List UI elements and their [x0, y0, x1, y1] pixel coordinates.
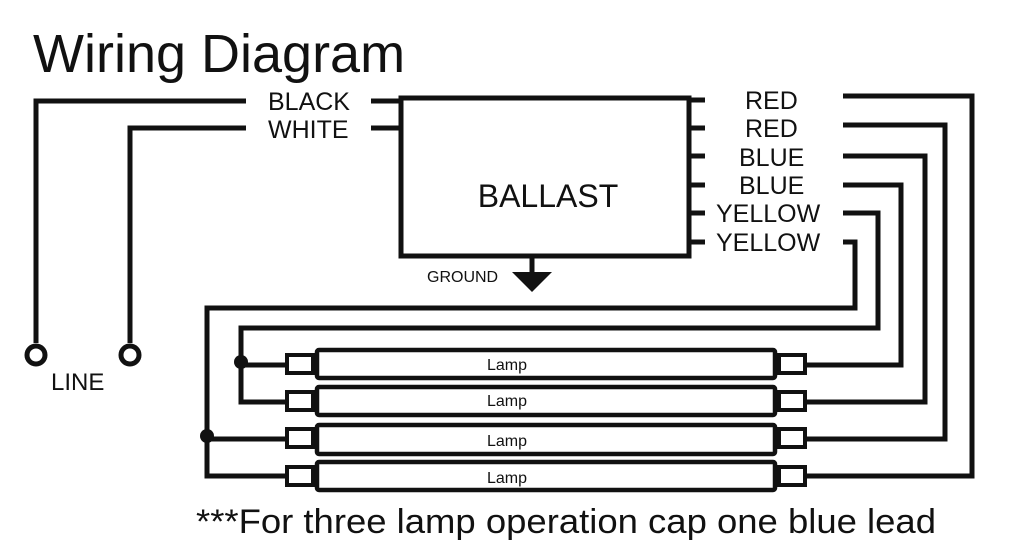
- diagram-title: Wiring Diagram: [33, 24, 405, 84]
- junction-dot-upper: [234, 355, 248, 369]
- black-lead: [33, 98, 401, 343]
- line-terminal-left: [24, 343, 48, 367]
- red-wire-1: [805, 93, 975, 479]
- blue-wire-1: [805, 153, 928, 405]
- yellow-label-2: YELLOW: [716, 229, 821, 257]
- black-label: BLACK: [268, 88, 350, 116]
- white-label: WHITE: [268, 116, 349, 144]
- ballast-box: [398, 95, 692, 259]
- yellow-label-1: YELLOW: [716, 200, 821, 228]
- white-lead: [127, 125, 401, 343]
- lamp-label-4: Lamp: [487, 470, 527, 487]
- ground-symbol: [512, 256, 552, 292]
- lamp-label-3: Lamp: [487, 433, 527, 450]
- red-wire-2: [805, 122, 948, 442]
- lamp-3: [285, 422, 807, 457]
- blue-label-2: BLUE: [739, 172, 804, 200]
- red-label-2: RED: [745, 115, 798, 143]
- lamp-label-2: Lamp: [487, 393, 527, 410]
- output-stubs: [689, 97, 705, 245]
- ground-label: GROUND: [427, 269, 498, 286]
- line-label: LINE: [51, 369, 104, 396]
- line-terminal-right: [118, 343, 142, 367]
- yellow-wire-1: [238, 210, 881, 405]
- junction-dot-lower: [200, 429, 214, 443]
- yellow-wire-2: [204, 239, 858, 479]
- ballast-label: BALLAST: [478, 178, 619, 214]
- lamp-1: [285, 347, 807, 381]
- lamp-2: [285, 384, 807, 418]
- blue-wire-2: [805, 182, 904, 368]
- footnote: ***For three lamp operation cap one blue…: [196, 503, 936, 541]
- lamp-label-1: Lamp: [487, 357, 527, 374]
- blue-label-1: BLUE: [739, 144, 804, 172]
- red-label-1: RED: [745, 87, 798, 115]
- lamp-4: [285, 459, 807, 493]
